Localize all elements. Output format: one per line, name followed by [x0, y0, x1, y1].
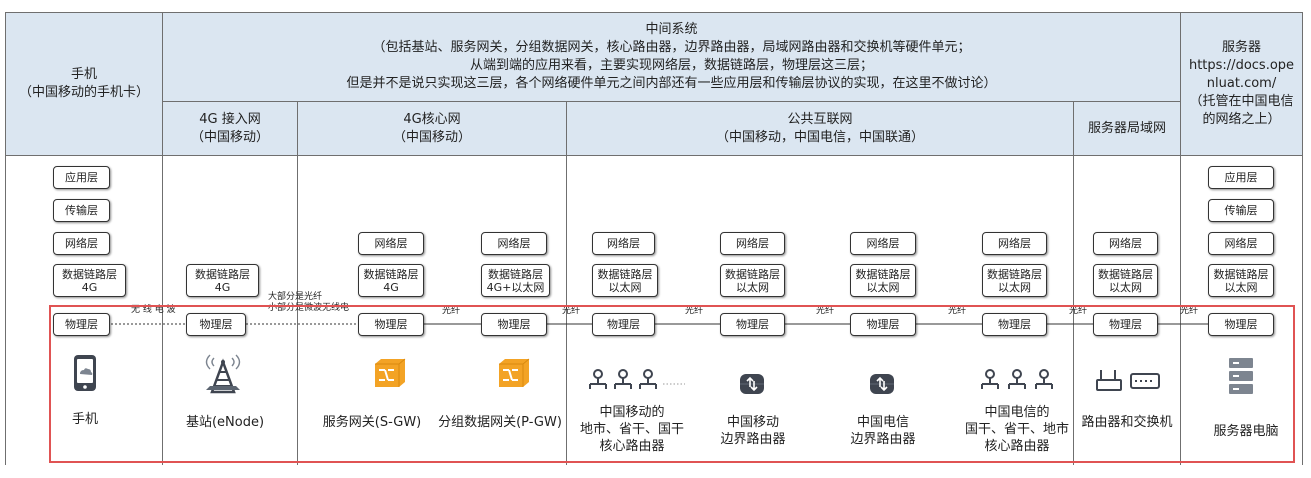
header-server-label: 服务器 https://docs.ope nluat.com/ （托管在中国电信…: [1188, 40, 1295, 127]
phone-icon: [74, 355, 96, 391]
link-label-fiber: 光纤: [442, 306, 461, 316]
cell-tower-icon: [205, 354, 241, 394]
layer-physical: 物理层: [850, 313, 916, 336]
device-label-basestation: 基站(eNode): [185, 415, 265, 430]
layer-physical: 物理层: [53, 313, 110, 336]
gateway-icon: [375, 358, 406, 387]
gateway-icon: [499, 358, 530, 387]
layer-datalink: 数据链路层 以太网: [982, 264, 1047, 297]
layer-datalink: 数据链路层 以太网: [850, 264, 916, 297]
layer-datalink: 数据链路层 4G: [358, 264, 424, 297]
header-core: 4G核心网 （中国移动）: [297, 101, 567, 156]
layer-physical: 物理层: [1093, 313, 1158, 336]
highlight-frame: [49, 305, 1295, 463]
link-label-wireless: 无 线 电 波: [131, 305, 176, 315]
link-label-fiber: 光纤: [562, 306, 581, 316]
border-router-icon: [740, 374, 764, 394]
header-middle: 中间系统 （包括基站、服务网关，分组数据网关，核心路由器，边界路由器，局域网路由…: [162, 12, 1181, 102]
header-phone-label: 手机 （中国移动的手机卡）: [18, 67, 149, 100]
header-server: 服务器 https://docs.ope nluat.com/ （托管在中国电信…: [1180, 12, 1303, 156]
border-router-icon: [870, 374, 894, 394]
layer-physical: 物理层: [1208, 313, 1274, 336]
header-phone: 手机 （中国移动的手机卡）: [5, 12, 163, 156]
layer-physical: 物理层: [720, 313, 785, 336]
layer-transport: 传输层: [53, 199, 110, 222]
column-border: [1302, 155, 1303, 465]
layer-app: 应用层: [1208, 166, 1274, 189]
header-lan-label: 服务器局域网: [1087, 120, 1166, 136]
device-label-ct-core: 中国电信的 国干、省干、地市 核心路由器: [964, 405, 1070, 454]
layer-network: 网络层: [982, 232, 1047, 255]
header-lan: 服务器局域网: [1073, 101, 1181, 156]
layer-transport: 传输层: [1208, 199, 1274, 222]
layer-network: 网络层: [1093, 232, 1158, 255]
column-border: [297, 155, 298, 465]
layer-network: 网络层: [1208, 232, 1274, 255]
link-label-fiber: 光纤: [1069, 306, 1088, 316]
layer-physical: 物理层: [982, 313, 1047, 336]
column-border: [162, 155, 163, 465]
link-label-fiber: 光纤: [1180, 306, 1199, 316]
header-access-label: 4G 接入网 （中国移动）: [190, 111, 269, 145]
layer-datalink: 数据链路层 4G+以太网: [481, 264, 550, 297]
device-label-sgw: 服务网关(S-GW): [322, 415, 422, 430]
layer-datalink: 数据链路层 以太网: [592, 264, 658, 297]
layer-datalink: 数据链路层 4G: [53, 264, 126, 297]
lan-router-icon: [1096, 370, 1160, 391]
server-icon: [1229, 358, 1253, 394]
column-border: [566, 155, 567, 465]
device-label-cm-core: 中国移动的 地市、省干、国干 核心路由器: [579, 405, 685, 454]
layer-network: 网络层: [850, 232, 916, 255]
layer-physical: 物理层: [358, 313, 424, 336]
link-label-fiber: 光纤: [816, 306, 835, 316]
link-label-fiber: 光纤: [948, 306, 967, 316]
column-border: [1073, 155, 1074, 465]
layer-physical: 物理层: [592, 313, 655, 336]
column-border: [5, 155, 6, 465]
device-label-lan-router: 路由器和交换机: [1081, 415, 1173, 430]
layer-network: 网络层: [592, 232, 655, 255]
device-label-ct-edge: 中国电信 边界路由器: [850, 415, 916, 447]
layer-network: 网络层: [481, 232, 547, 255]
header-internet-label: 公共互联网 （中国移动，中国电信，中国联通）: [715, 111, 924, 145]
router-group-icon: [589, 369, 685, 389]
column-border: [1180, 155, 1181, 465]
link-label-fiber: 光纤: [685, 306, 704, 316]
layer-network: 网络层: [53, 232, 110, 255]
layer-datalink: 数据链路层 以太网: [720, 264, 785, 297]
header-internet: 公共互联网 （中国移动，中国电信，中国联通）: [566, 101, 1074, 156]
header-middle-label: 中间系统 （包括基站、服务网关，分组数据网关，核心路由器，边界路由器，局域网路由…: [346, 22, 997, 91]
device-label-server-pc: 服务器电脑: [1213, 424, 1279, 439]
link-label-fiber-mostly: 大部分是光纤 小部分是微波无线电: [268, 292, 350, 313]
header-access: 4G 接入网 （中国移动）: [162, 101, 298, 156]
device-label-cm-edge: 中国移动 边界路由器: [720, 415, 786, 447]
layer-physical: 物理层: [481, 313, 547, 336]
router-group-icon: [981, 369, 1053, 389]
header-core-label: 4G核心网 （中国移动）: [392, 111, 471, 145]
layer-datalink: 数据链路层 以太网: [1208, 264, 1274, 297]
device-label-pgw: 分组数据网关(P-GW): [438, 415, 562, 430]
layer-app: 应用层: [53, 166, 110, 189]
device-label-phone: 手机: [71, 412, 99, 427]
layer-network: 网络层: [358, 232, 424, 255]
layer-network: 网络层: [720, 232, 785, 255]
layer-datalink: 数据链路层 以太网: [1093, 264, 1158, 297]
layer-datalink: 数据链路层 4G: [186, 264, 259, 297]
layer-physical: 物理层: [186, 313, 246, 336]
